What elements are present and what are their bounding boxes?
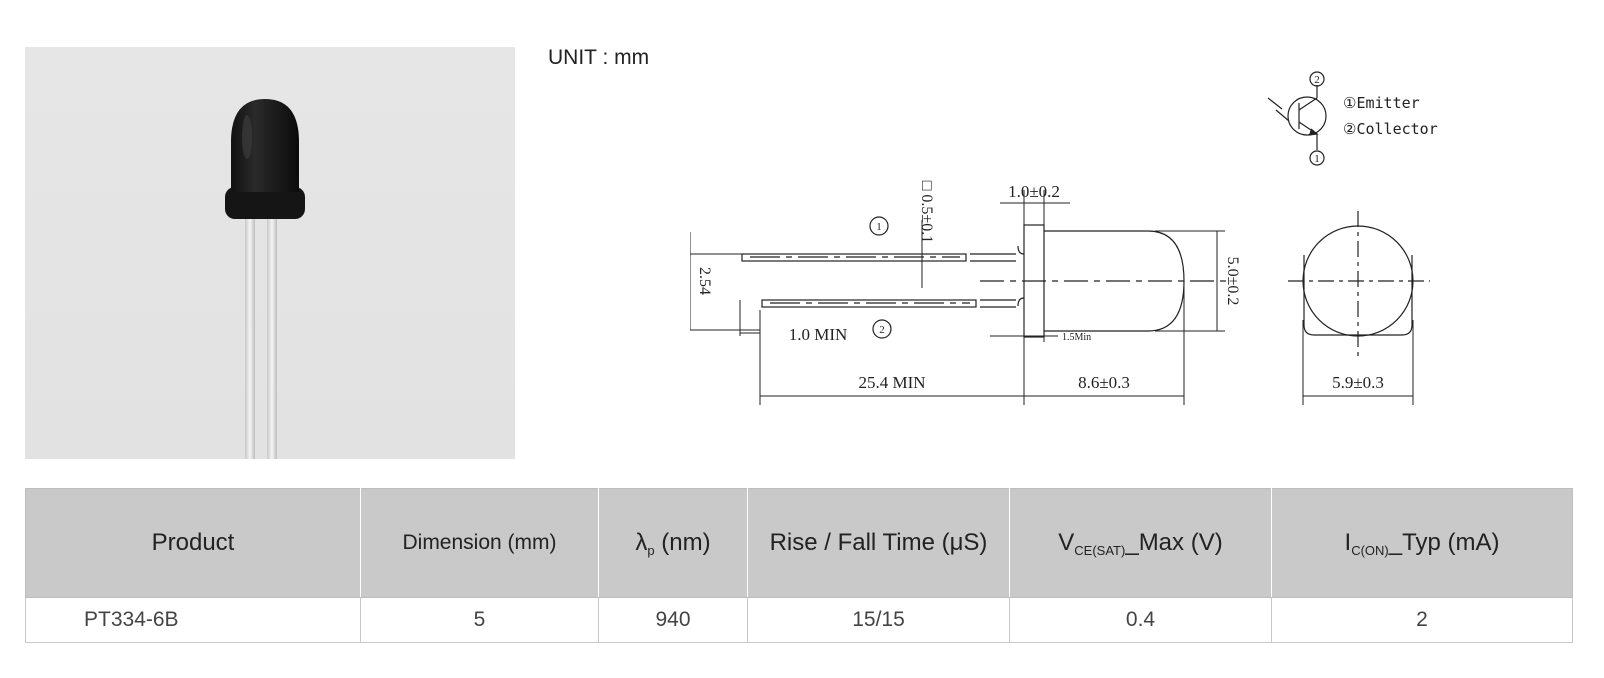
header-product: Product	[25, 488, 361, 598]
cell-ic-on: 2	[1271, 597, 1573, 643]
dim-lead-square: □ 0.5±0.1	[918, 181, 935, 243]
unit-label: UNIT : mm	[548, 46, 650, 69]
cell-product: PT334-6B	[25, 597, 361, 643]
header-rise-fall: Rise / Fall Time (μS)	[747, 488, 1010, 598]
cell-dimension: 5	[360, 597, 599, 643]
header-ic-on: IC(ON)_Typ (mA)	[1271, 488, 1573, 598]
dim-lead-min: 1.0 MIN	[789, 325, 848, 344]
dimension-drawing: 2 1 ①Emitter ②Collector	[690, 71, 1438, 405]
pin1-emitter-label: ①Emitter	[1343, 94, 1420, 112]
cell-vce-sat: 0.4	[1009, 597, 1272, 643]
header-dimension: Dimension (mm)	[360, 488, 599, 598]
cell-wavelength: 940	[598, 597, 748, 643]
phototransistor-symbol-icon	[1267, 71, 1327, 166]
cell-rise-fall: 15/15	[747, 597, 1010, 643]
table-row: PT334-6B 5 940 15/15 0.4 2	[25, 597, 1573, 643]
product-photo	[25, 47, 515, 459]
symbol-pin2-number: 2	[1314, 74, 1320, 86]
dim-flange-dia: 5.9±0.3	[1332, 373, 1384, 392]
dim-flange-thickness: 1.0±0.2	[1008, 182, 1060, 201]
dim-diameter: 5.0±0.2	[1224, 257, 1241, 306]
dimension-lines	[690, 190, 1414, 405]
lead-2-marker: 2	[879, 324, 885, 336]
dim-lead-length: 25.4 MIN	[858, 373, 925, 392]
pin2-collector-label: ②Collector	[1343, 120, 1438, 138]
header-vce-sat: VCE(SAT)_Max (V)	[1009, 488, 1272, 598]
spec-table: Product Dimension (mm) λp (nm) Rise / Fa…	[25, 488, 1573, 643]
end-view-outline	[1288, 211, 1430, 356]
body-outline	[980, 224, 1230, 338]
header-wavelength: λp (nm)	[598, 488, 748, 598]
dim-body-length: 8.6±0.3	[1078, 373, 1130, 392]
leads-outline	[741, 253, 1016, 308]
lead-1-marker: 1	[876, 221, 882, 233]
dim-pitch: 2.54	[696, 267, 713, 295]
symbol-pin1-number: 1	[1314, 153, 1320, 165]
dim-standoff: 1.5Min	[1062, 332, 1091, 343]
phototransistor-image	[225, 99, 305, 459]
table-header-row: Product Dimension (mm) λp (nm) Rise / Fa…	[25, 488, 1573, 598]
